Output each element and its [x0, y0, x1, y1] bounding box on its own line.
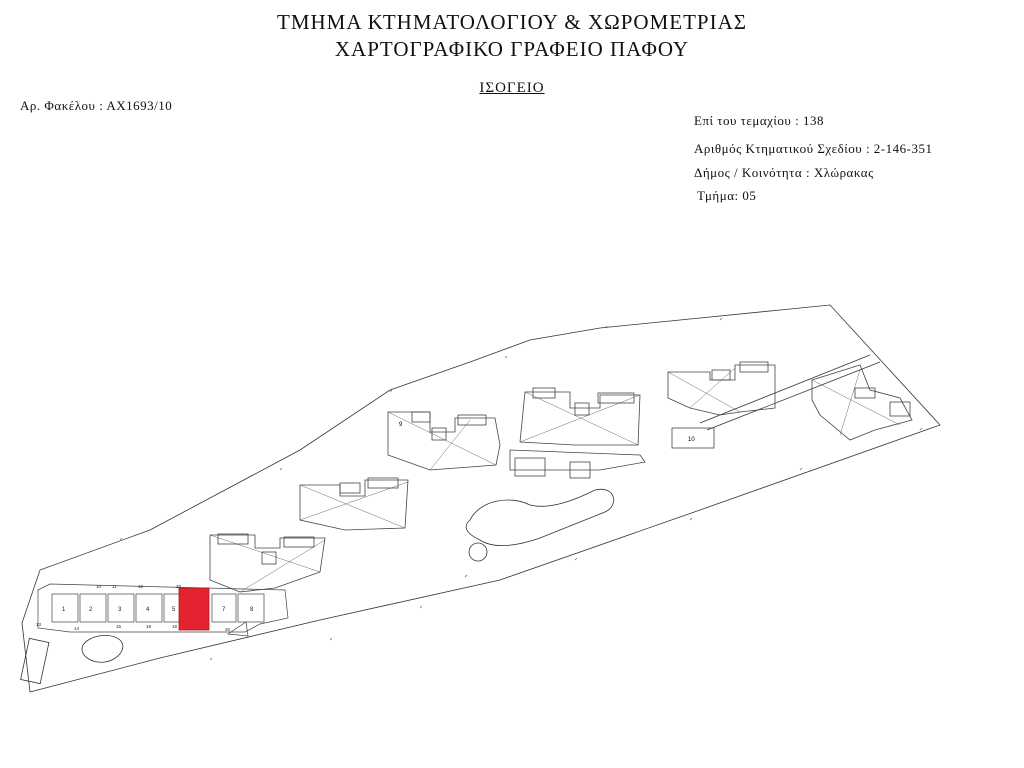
header-office: ΧΑΡΤΟΓΡΑΦΙΚΟ ΓΡΑΦΕΙΟ ΠΑΦΟΥ — [334, 37, 690, 61]
pool-dot — [468, 542, 488, 562]
building-block-9 — [387, 411, 501, 471]
pool-large — [465, 488, 615, 546]
small-label: 10 — [96, 584, 102, 589]
boundary-ticks — [119, 317, 923, 661]
unit-1-label: 1 — [62, 607, 66, 613]
block-9-label: 9 — [399, 422, 403, 428]
unit-3-label: 3 — [118, 607, 122, 613]
floor-label: ΙΣΟΓΕΙΟ — [479, 80, 545, 96]
building-block-4 — [811, 364, 913, 441]
sheet-info: Επί του τεμαχίου : 138 — [694, 113, 824, 128]
floor-title: ΙΣΟΓΕΙΟ — [0, 80, 1024, 97]
small-label: 18 — [146, 624, 152, 629]
pool-small — [81, 635, 124, 663]
building-block-10 — [671, 427, 715, 449]
building-block-6 — [209, 533, 326, 593]
plan-number: Αριθμός Κτηματικού Σχεδίου : 2-146-351 — [694, 141, 933, 156]
tennis-court — [20, 637, 50, 685]
small-label: 11 — [112, 584, 117, 589]
building-block-5 — [299, 477, 409, 531]
small-label: 19 — [172, 624, 178, 629]
access-road — [699, 354, 881, 431]
building-block-2 — [519, 387, 641, 446]
municipality: Δήμος / Κοινότητα : Χλώρακας — [694, 165, 874, 180]
unit-7-label: 7 — [222, 607, 226, 613]
unit-2-label: 2 — [89, 607, 93, 613]
unit-4-label: 4 — [146, 607, 150, 613]
small-label: 20 — [176, 584, 182, 589]
building-block-3 — [667, 361, 776, 416]
small-label: 15 — [116, 624, 122, 629]
highlighted-property-unit — [178, 587, 210, 631]
unit-8-label: 8 — [250, 607, 254, 613]
section-number: Τμήμα: 05 — [697, 188, 757, 203]
small-label: 25 — [225, 627, 231, 632]
units-row — [37, 583, 289, 637]
small-label: 13 — [36, 622, 42, 627]
plot-boundary — [21, 304, 941, 693]
small-label: 14 — [74, 626, 80, 631]
block-10-label: 10 — [688, 437, 695, 443]
file-number: Αρ. Φακέλου : ΑΧ1693/10 — [20, 98, 173, 113]
small-label: 12 — [138, 584, 144, 589]
annex-building — [509, 449, 646, 479]
unit-5-label: 5 — [172, 607, 176, 613]
header-department: ΤΜΗΜΑ ΚΤΗΜΑΤΟΛΟΓΙΟΥ & ΧΩΡΟΜΕΤΡΙΑΣ — [277, 10, 747, 34]
